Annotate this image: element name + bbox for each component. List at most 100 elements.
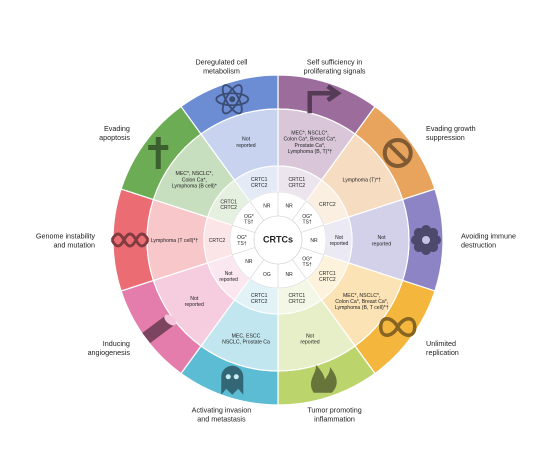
crtc-isoform-text-line: CRTC2 — [251, 183, 268, 189]
crtc-isoform-text-line: CRTC1 — [289, 293, 306, 299]
crtc-isoform-text-line: Not — [335, 235, 343, 241]
crtc-isoform-text-line: CRTC2 — [209, 238, 226, 244]
center-disc — [253, 215, 303, 265]
cancer-types-text-line: Colon Ca*, Breast Ca*, — [283, 137, 336, 143]
hallmark-label-line: inflammation — [314, 415, 355, 424]
atom-icon — [215, 84, 250, 115]
cancer-types-text-line: Lymphoma (B, T)*† — [288, 149, 333, 155]
hallmark-label-line: Activating invasion — [192, 406, 252, 415]
og-ts-text-line: TS† — [303, 220, 312, 226]
cancer-types-text: MEC*, NSCLC*,Colon Ca*, Breast Ca*,Lymph… — [335, 293, 389, 311]
cancer-types-text-line: Not — [242, 137, 251, 143]
cancer-types-text-line: Not — [306, 334, 315, 340]
og-ts-text-line: TS† — [303, 262, 312, 268]
cancer-types-text-line: NSCLC, Prostate Ca — [222, 340, 270, 346]
immune-cell-icon — [411, 225, 441, 255]
crtc-isoform-text-line: CRTC1 — [220, 199, 237, 205]
cross-icon — [148, 137, 169, 170]
hallmark-label-line: Tumor promoting — [307, 406, 361, 415]
arrow-icon — [307, 84, 342, 114]
cancer-types-text-line: reported — [236, 143, 255, 149]
og-ts-text: NR — [310, 238, 318, 244]
hallmark-label-line: proliferating signals — [304, 67, 366, 76]
infinity-icon — [378, 317, 417, 337]
crtc-isoform-text-line: CRTC1 — [251, 293, 268, 299]
crtc-isoform-text-line: CRTC1 — [251, 177, 268, 183]
cancer-types-text-line: Not — [190, 296, 199, 302]
cancer-types-text-line: Prostate Ca*, — [295, 143, 326, 149]
hallmark-label-line: Evading — [104, 124, 130, 133]
hallmark-label-line: Avoiding immune — [461, 232, 516, 241]
og-ts-text-line: NR — [245, 259, 253, 265]
og-ts-text-line: OG* — [237, 235, 247, 241]
cancer-types-text: Lymphoma (T)*† — [343, 177, 382, 183]
cancer-types-text: MEC*, NSCLC*,Colon Ca*,Lymphoma (B cell)… — [172, 171, 217, 189]
crtc-isoform-text-line: CRTC2 — [319, 202, 336, 208]
og-ts-text: OG*TS† — [237, 235, 247, 247]
hallmark-label-line: metabolism — [203, 67, 240, 76]
og-ts-text-line: NR — [310, 238, 318, 244]
og-ts-text: NR — [263, 204, 271, 210]
crtc-isoform-text-line: reported — [219, 277, 238, 283]
og-ts-text-line: NR — [286, 272, 294, 278]
og-ts-text: OG — [263, 272, 271, 278]
og-ts-text: NR — [286, 204, 294, 210]
hallmark-label-line: Evading growth — [426, 124, 476, 133]
prohibition-icon — [382, 138, 413, 169]
cancer-types-text-line: Colon Ca*, — [182, 177, 207, 183]
cancer-types-text-line: Lymphoma (B, T cell)*† — [335, 305, 389, 311]
hallmark-label-line: angiogenesis — [88, 348, 131, 357]
cancer-types-text-line: reported — [185, 302, 204, 308]
crtc-isoform-text: CRTC2 — [319, 202, 336, 208]
hallmark-label-line: and metastasis — [197, 415, 246, 424]
og-ts-text-line: TS† — [244, 220, 253, 226]
og-ts-text: NR — [245, 259, 253, 265]
crtc-isoform-text-line: CRTC1 — [289, 177, 306, 183]
hallmark-label-line: Inducing — [103, 339, 130, 348]
cancer-types-text-line: Colon Ca*, Breast Ca*, — [335, 299, 388, 305]
og-ts-text-line: NR — [263, 204, 271, 210]
hallmark-label-line: destruction — [461, 241, 496, 250]
og-ts-text: OG*TS† — [302, 214, 312, 226]
cancer-types-text: Lymphoma (T cell)*† — [151, 238, 199, 244]
og-ts-text-line: OG — [263, 272, 271, 278]
blood-vessel-icon — [142, 314, 177, 343]
cancer-types-text-line: MEC*, NSCLC*, — [176, 171, 213, 177]
cancer-types-text-line: Lymphoma (B cell)* — [172, 184, 217, 190]
crtc-isoform-text: CRTC2 — [209, 238, 226, 244]
invading-cell-icon — [221, 365, 244, 395]
og-ts-text: NR — [286, 272, 294, 278]
hallmark-label-line: Self sufficiency in — [307, 58, 362, 67]
flame-icon — [310, 364, 337, 393]
crtc-isoform-text-line: CRTC2 — [289, 183, 306, 189]
cancer-types-text-line: reported — [372, 241, 391, 247]
og-ts-text-line: TS† — [237, 241, 246, 247]
cancer-types-text-line: MEC, ESCC — [232, 334, 261, 340]
hallmark-label-line: Unlimited — [426, 339, 456, 348]
og-ts-text: OG*TS† — [244, 214, 254, 226]
cancer-types-text-line: Not — [377, 235, 386, 241]
cancer-types-text-line: reported — [300, 340, 319, 346]
cancer-types-text: MEC*, NSCLC*,Colon Ca*, Breast Ca*,Prost… — [283, 130, 336, 155]
crtc-isoform-text-line: CRTC1 — [319, 271, 336, 277]
